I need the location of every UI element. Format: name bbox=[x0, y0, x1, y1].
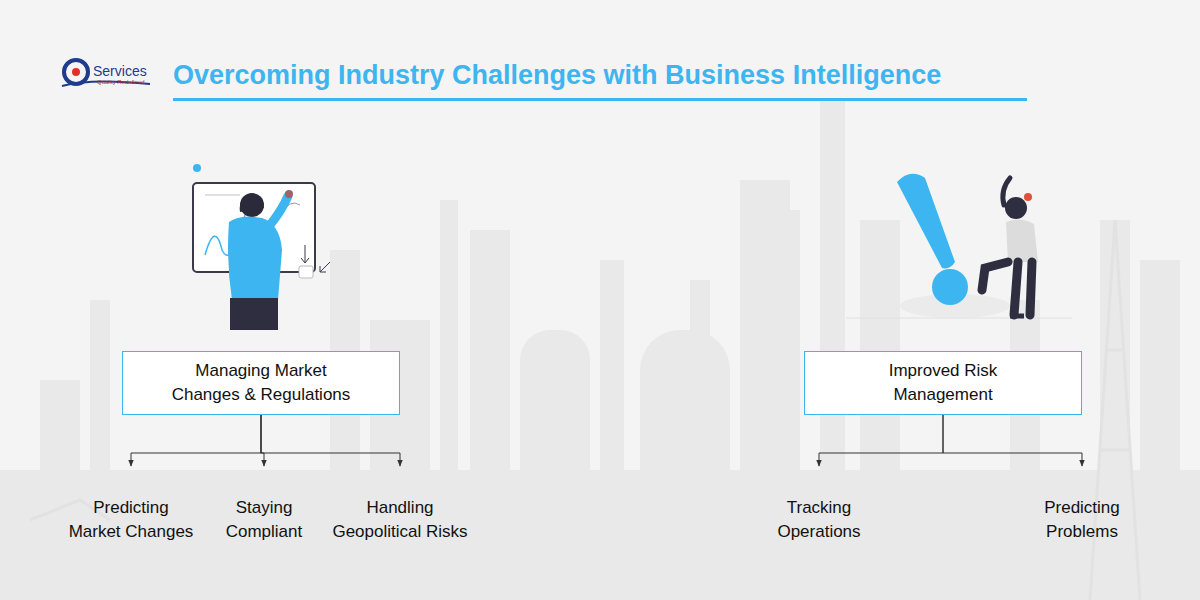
subtopic-text: Tracking Operations bbox=[772, 496, 867, 544]
logo-tagline: Quality Redefined bbox=[97, 79, 145, 85]
box-text: Improved Risk Management bbox=[853, 359, 1033, 407]
subtopic-label: Tracking Operations bbox=[772, 496, 867, 544]
subtopic-label: Predicting Market Changes bbox=[65, 496, 197, 544]
diagram-title: Overcoming Industry Challenges with Busi… bbox=[173, 60, 1033, 91]
box-text: Managing Market Changes & Regulations bbox=[171, 359, 351, 407]
category-box: Managing Market Changes & Regulations bbox=[122, 351, 400, 415]
subtopic-text: Predicting Problems bbox=[1035, 496, 1130, 544]
logo-name: Services bbox=[93, 63, 147, 79]
subtopic-label: Staying Compliant bbox=[217, 496, 312, 544]
presenter-figure bbox=[193, 164, 330, 330]
branch-connector bbox=[943, 415, 1082, 466]
title-underline bbox=[173, 98, 1027, 101]
exclamation-figure bbox=[846, 174, 1072, 318]
category-box: Improved Risk Management bbox=[804, 351, 1082, 415]
subtopic-text: Handling Geopolitical Risks bbox=[323, 496, 478, 544]
subtopic-label: Handling Geopolitical Risks bbox=[323, 496, 478, 544]
subtopic-text: Predicting Market Changes bbox=[65, 496, 197, 544]
branch-connector bbox=[131, 415, 261, 466]
subtopic-label: Predicting Problems bbox=[1035, 496, 1130, 544]
branch-connector bbox=[261, 415, 400, 466]
subtopic-text: Staying Compliant bbox=[217, 496, 312, 544]
logo-mark bbox=[62, 60, 150, 86]
branch-connector bbox=[819, 415, 943, 466]
